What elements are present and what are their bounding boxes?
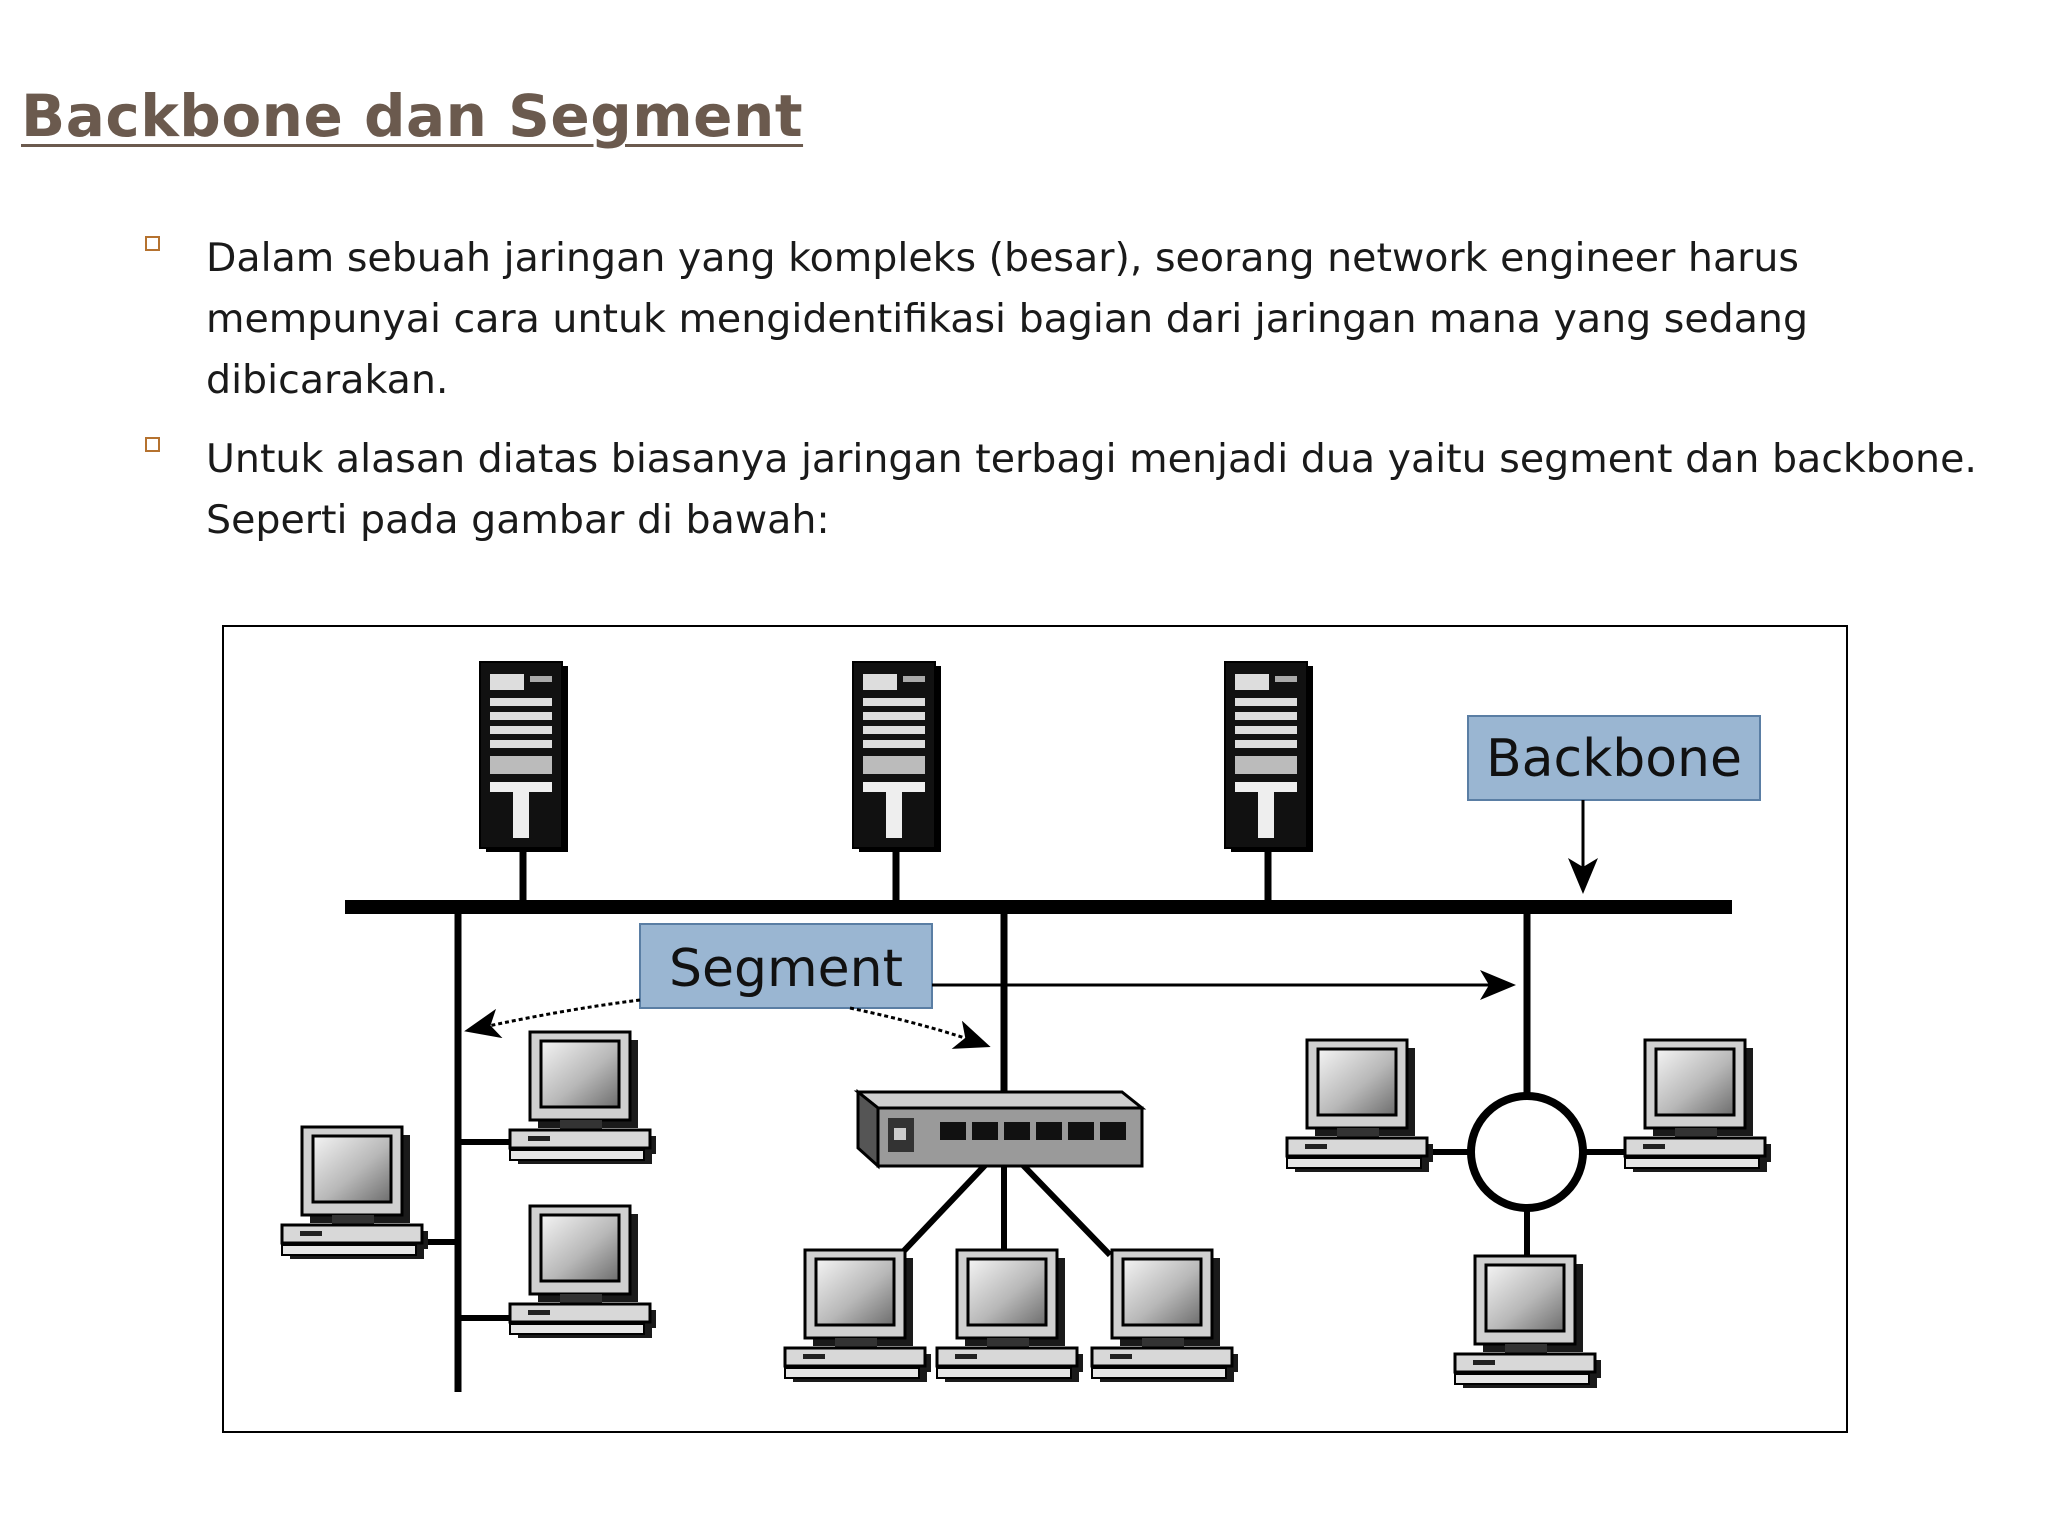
- hub-icon: [853, 1088, 1147, 1170]
- segment-label: Segment: [669, 939, 903, 999]
- backbone-line: [345, 900, 1732, 914]
- backbone-label: Backbone: [1486, 729, 1742, 789]
- computer-icon: [783, 1248, 933, 1384]
- server-icon: [1224, 661, 1314, 853]
- segment-label-box: [639, 923, 933, 1009]
- computer-icon: [1090, 1248, 1240, 1384]
- computer-icon: [508, 1204, 658, 1340]
- computer-icon: [280, 1125, 430, 1261]
- server-icon: [479, 661, 569, 853]
- ring-icon: [1467, 1092, 1587, 1212]
- bullet-text: Untuk alasan diatas biasanya jaringan te…: [206, 436, 1977, 543]
- backbone-label-box: [1467, 715, 1761, 801]
- star-link: [1015, 1157, 1113, 1258]
- server-icon: [852, 661, 942, 853]
- bullet-list: Dalam sebuah jaringan yang kompleks (bes…: [142, 228, 2022, 569]
- computer-icon: [508, 1030, 658, 1166]
- computer-icon: [1285, 1038, 1435, 1174]
- computer-icon: [935, 1248, 1085, 1384]
- slide-title: Backbone dan Segment: [21, 82, 804, 150]
- star-link: [897, 1157, 993, 1258]
- computer-icon: [1623, 1038, 1773, 1174]
- bullet-square-icon: [145, 236, 160, 251]
- computer-icon: [1453, 1254, 1603, 1390]
- bullet-item: Untuk alasan diatas biasanya jaringan te…: [142, 429, 2022, 551]
- segment-arrow: [849, 1006, 991, 1049]
- bullet-text: Dalam sebuah jaringan yang kompleks (bes…: [206, 235, 1809, 403]
- bullet-item: Dalam sebuah jaringan yang kompleks (bes…: [142, 228, 2022, 411]
- bullet-square-icon: [145, 437, 160, 452]
